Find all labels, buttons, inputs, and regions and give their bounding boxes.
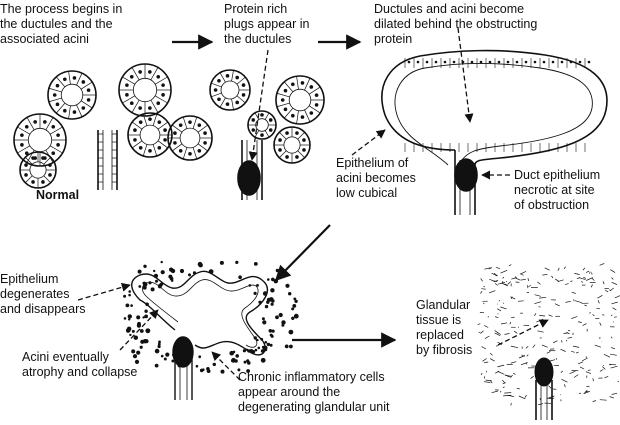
- label-inflammatory-cells: Chronic inflammatory cells appear around…: [238, 370, 390, 415]
- label-line: plugs appear in: [224, 17, 309, 32]
- label-line: Epithelium of: [336, 156, 416, 171]
- label-line: Duct epithelium: [514, 168, 600, 183]
- label-line: The process begins in: [0, 2, 122, 17]
- label-line: Protein rich: [224, 2, 309, 17]
- label-step1: The process begins in the ductules and t…: [0, 2, 122, 47]
- label-line: the ductules: [224, 32, 309, 47]
- label-line: associated acini: [0, 32, 122, 47]
- label-normal: Normal: [36, 188, 79, 203]
- label-fibrosis: Glandular tissue is replaced by fibrosis: [416, 298, 472, 358]
- label-line: Glandular: [416, 298, 472, 313]
- label-line: Chronic inflammatory cells: [238, 370, 390, 385]
- protein-plug: [238, 161, 260, 195]
- label-line: acini becomes: [336, 171, 416, 186]
- label-line: protein: [374, 32, 537, 47]
- label-line: replaced: [416, 328, 472, 343]
- label-line: by fibrosis: [416, 343, 472, 358]
- label-line: the ductules and the: [0, 17, 122, 32]
- label-epithelium-degenerates: Epithelium degenerates and disappears: [0, 272, 85, 317]
- label-line: appear around the: [238, 385, 390, 400]
- fibrosis-plug: [535, 358, 553, 386]
- obstructing-plug: [455, 159, 477, 191]
- fibrosis-area: [478, 263, 620, 420]
- label-line: atrophy and collapse: [22, 365, 137, 380]
- label-line: and disappears: [0, 302, 85, 317]
- label-line: degenerating glandular unit: [238, 400, 390, 415]
- label-acini-atrophy: Acini eventually atrophy and collapse: [22, 350, 137, 380]
- label-line: degenerates: [0, 287, 85, 302]
- label-line: tissue is: [416, 313, 472, 328]
- label-line: low cubical: [336, 186, 416, 201]
- label-line: necrotic at site: [514, 183, 600, 198]
- label-line: Epithelium: [0, 272, 85, 287]
- label-pointers: [78, 28, 548, 380]
- normal-gland: [14, 64, 172, 190]
- label-acini-epithelium: Epithelium of acini becomes low cubical: [336, 156, 416, 201]
- label-step2: Protein rich plugs appear in the ductule…: [224, 2, 309, 47]
- label-line: Ductules and acini become: [374, 2, 537, 17]
- label-duct-necrosis: Duct epithelium necrotic at site of obst…: [514, 168, 600, 213]
- normal-acinus-right: [119, 64, 172, 157]
- plugged-gland: [168, 70, 324, 200]
- label-step3: Ductules and acini become dilated behind…: [374, 2, 537, 47]
- label-line: of obstruction: [514, 198, 600, 213]
- label-line: Acini eventually: [22, 350, 137, 365]
- normal-acinus-left: [14, 71, 96, 188]
- label-line: dilated behind the obstructing: [374, 17, 537, 32]
